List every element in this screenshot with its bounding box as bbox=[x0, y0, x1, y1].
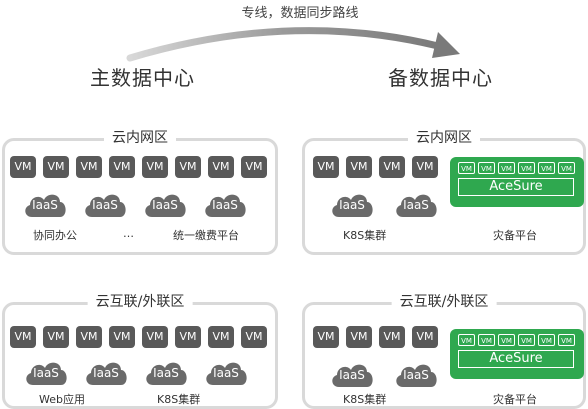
vm-box: VM bbox=[208, 156, 234, 178]
vm-box: VM bbox=[109, 156, 135, 178]
acesure-label: AceSure bbox=[458, 178, 574, 196]
main-dc-title: 主数据中心 bbox=[90, 66, 195, 90]
label-collab-office: 协同办公 bbox=[33, 229, 77, 242]
label-k8s-cluster: K8S集群 bbox=[343, 393, 387, 406]
label-web-app: Web应用 bbox=[39, 393, 85, 406]
cloud-icon: IaaS bbox=[142, 189, 188, 219]
acesure-label: AceSure bbox=[458, 350, 574, 368]
mini-vm-box: VM bbox=[558, 334, 575, 346]
cloud-icon: IaaS bbox=[23, 357, 69, 387]
iaas-label: IaaS bbox=[403, 368, 429, 382]
iaas-label: IaaS bbox=[339, 368, 365, 382]
cloud-icon: IaaS bbox=[143, 357, 189, 387]
vm-box: VM bbox=[76, 156, 102, 178]
iaas-label: IaaS bbox=[339, 198, 365, 212]
iaas-label: IaaS bbox=[152, 198, 178, 212]
label-ellipsis: … bbox=[123, 227, 134, 240]
vm-box: VM bbox=[76, 326, 102, 348]
vm-box: VM bbox=[208, 326, 234, 348]
mini-vm-box: VM bbox=[558, 162, 575, 174]
iaas-label: IaaS bbox=[153, 366, 179, 380]
zone-title: 云互联/外联区 bbox=[391, 291, 497, 311]
cloud-icon: IaaS bbox=[83, 357, 129, 387]
vm-box: VM bbox=[379, 156, 405, 178]
vm-box: VM bbox=[43, 156, 69, 178]
vm-box: VM bbox=[142, 326, 168, 348]
cloud-icon: IaaS bbox=[329, 359, 375, 389]
mini-vm-box: VM bbox=[538, 162, 555, 174]
vm-box: VM bbox=[175, 156, 201, 178]
cloud-icon: IaaS bbox=[203, 357, 249, 387]
iaas-label: IaaS bbox=[213, 366, 239, 380]
vm-box: VM bbox=[241, 326, 267, 348]
zone-title: 云内网区 bbox=[408, 127, 480, 147]
curved-arrow-icon bbox=[126, 27, 460, 62]
cloud-icon: IaaS bbox=[22, 189, 68, 219]
vm-box: VM bbox=[175, 326, 201, 348]
vm-box: VM bbox=[313, 326, 339, 348]
left-cloud-internal-zone: 云内网区 协同办公 … 统一缴费平台 VM VM VM VM VM VM VM VM IaaS I… bbox=[2, 127, 278, 255]
iaas-label: IaaS bbox=[92, 198, 118, 212]
cloud-icon: IaaS bbox=[82, 189, 128, 219]
cloud-icon: IaaS bbox=[202, 189, 248, 219]
vm-box: VM bbox=[379, 326, 405, 348]
vm-box: VM bbox=[412, 326, 438, 348]
mini-vm-box: VM bbox=[498, 162, 515, 174]
vm-box: VM bbox=[142, 156, 168, 178]
vm-box: VM bbox=[346, 156, 372, 178]
mini-vm-box: VM bbox=[518, 162, 535, 174]
vm-box: VM bbox=[10, 326, 36, 348]
zone-title: 云内网区 bbox=[104, 127, 176, 147]
zone-title: 云互联/外联区 bbox=[87, 291, 193, 311]
label-k8s-cluster: K8S集群 bbox=[157, 393, 201, 406]
vm-box: VM bbox=[10, 156, 36, 178]
iaas-label: IaaS bbox=[403, 198, 429, 212]
iaas-label: IaaS bbox=[93, 366, 119, 380]
mini-vm-box: VM bbox=[458, 162, 475, 174]
sync-route-caption: 专线，数据同步路线 bbox=[241, 6, 359, 21]
label-unified-payment: 统一缴费平台 bbox=[173, 229, 239, 242]
label-k8s-cluster: K8S集群 bbox=[343, 229, 387, 242]
label-dr-platform: 灾备平台 bbox=[493, 393, 537, 406]
left-internet-zone: 云互联/外联区 Web应用 K8S集群 VM VM VM VM VM VM VM VM IaaS… bbox=[2, 291, 278, 409]
iaas-label: IaaS bbox=[212, 198, 238, 212]
cloud-icon: IaaS bbox=[393, 359, 439, 389]
vm-box: VM bbox=[346, 326, 372, 348]
vm-box: VM bbox=[412, 156, 438, 178]
vm-box: VM bbox=[313, 156, 339, 178]
iaas-label: IaaS bbox=[32, 198, 58, 212]
mini-vm-box: VM bbox=[518, 334, 535, 346]
mini-vm-box: VM bbox=[478, 334, 495, 346]
label-dr-platform: 灾备平台 bbox=[493, 229, 537, 242]
mini-vm-box: VM bbox=[458, 334, 475, 346]
iaas-label: IaaS bbox=[33, 366, 59, 380]
vm-box: VM bbox=[109, 326, 135, 348]
mini-vm-box: VM bbox=[498, 334, 515, 346]
vm-box: VM bbox=[43, 326, 69, 348]
cloud-icon: IaaS bbox=[329, 189, 375, 219]
vm-box: VM bbox=[241, 156, 267, 178]
backup-dc-title: 备数据中心 bbox=[388, 66, 493, 90]
mini-vm-box: VM bbox=[538, 334, 555, 346]
cloud-icon: IaaS bbox=[393, 189, 439, 219]
mini-vm-box: VM bbox=[478, 162, 495, 174]
